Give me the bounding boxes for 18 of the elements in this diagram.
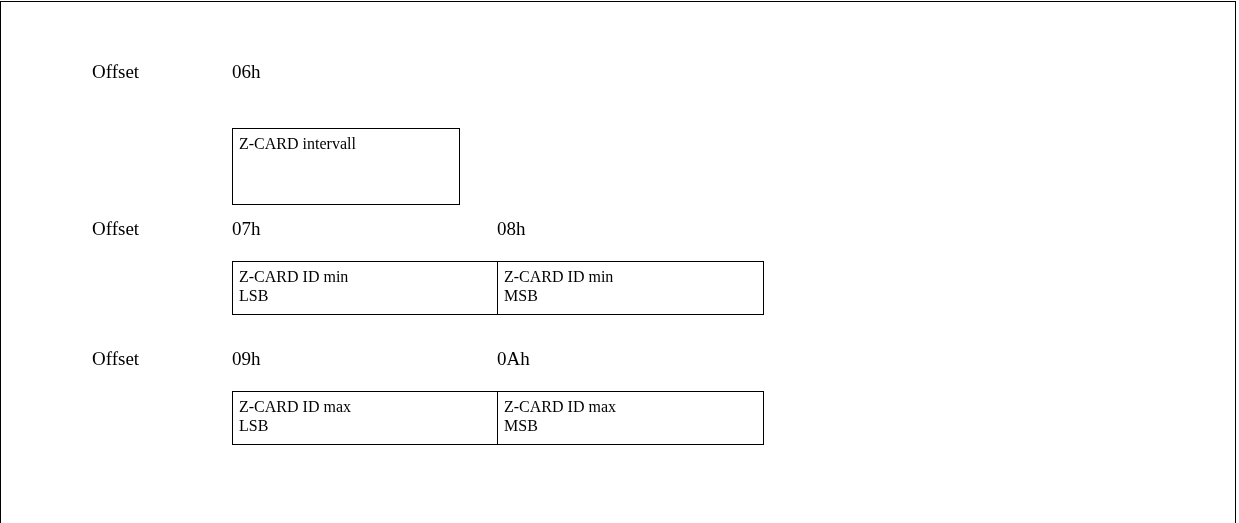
field-name: Z-CARD ID min LSB: [239, 267, 350, 305]
register-field-box: [232, 391, 498, 445]
register-field-box: [232, 261, 498, 315]
register-field-box: [232, 128, 460, 205]
field-name: Z-CARD ID min MSB: [504, 267, 615, 305]
offset-value: 09h: [232, 348, 261, 370]
offset-value: 06h: [232, 61, 261, 83]
field-name: Z-CARD intervall: [239, 134, 357, 153]
field-name: Z-CARD ID max MSB: [504, 397, 617, 435]
offset-label: Offset: [92, 348, 140, 370]
register-field-box: [497, 391, 764, 445]
register-field-box: [497, 261, 764, 315]
offset-label: Offset: [92, 61, 140, 83]
offset-label: Offset: [92, 218, 140, 240]
offset-value: 08h: [497, 218, 526, 240]
offset-value: 0Ah: [497, 348, 530, 370]
offset-value: 07h: [232, 218, 261, 240]
field-name: Z-CARD ID max LSB: [239, 397, 352, 435]
